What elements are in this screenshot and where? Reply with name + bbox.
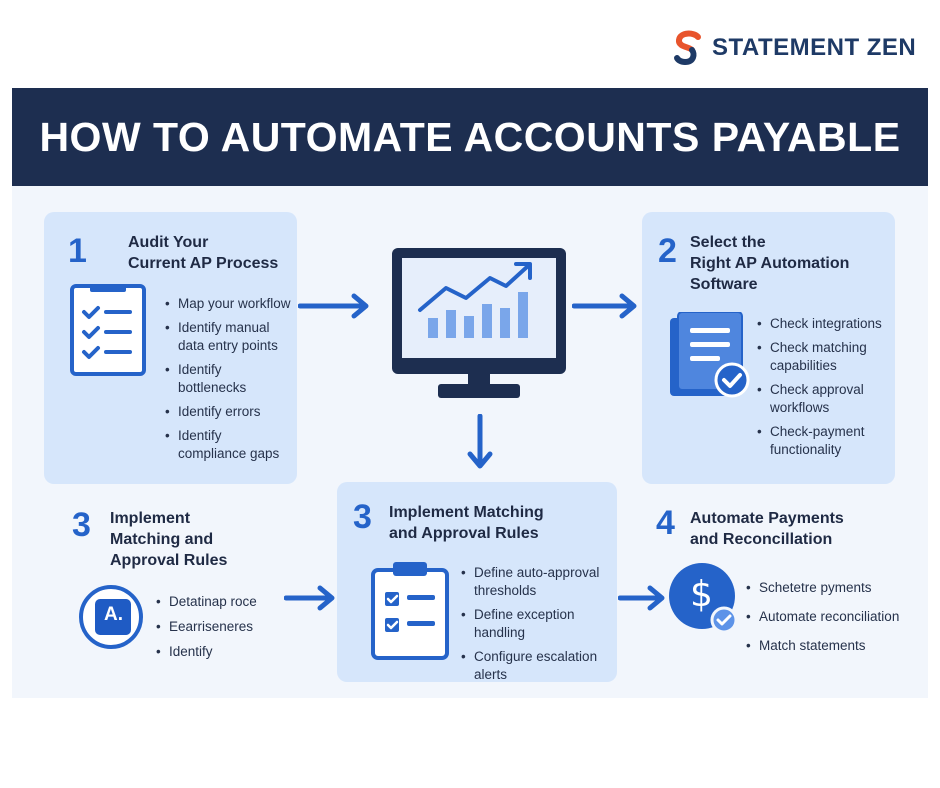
step-4-title-line-2: and Reconcillation xyxy=(690,531,833,548)
step-2-title-line-2: Right AP Automation xyxy=(690,255,850,272)
list-item: Define exception handling xyxy=(461,606,613,642)
step-3-left-title-line-3: Approval Rules xyxy=(110,552,228,569)
list-item: Identify errors xyxy=(165,403,293,421)
step-2-number: 2 xyxy=(658,232,677,270)
dollar-coin-icon: $ xyxy=(668,562,740,634)
step-2-title-line-3: Software xyxy=(690,276,758,293)
arrow-right-icon xyxy=(572,292,642,320)
list-item: Identify xyxy=(156,643,276,661)
list-item: Check integrations xyxy=(757,315,891,333)
step-1-bullets: Map your workflow Identify manual data e… xyxy=(165,295,293,469)
page-title: HOW TO AUTOMATE ACCOUNTS PAYABLE xyxy=(39,113,901,160)
arrow-down-icon xyxy=(466,414,494,472)
step-1-title-line-2: Current AP Process xyxy=(128,255,279,272)
list-item: Identify compliance gaps xyxy=(165,427,293,463)
step-3-left-number: 3 xyxy=(72,506,91,544)
step-3-bullets: Define auto-approval thresholds Define e… xyxy=(461,564,613,690)
infographic-area: 1 Audit Your Current AP Process Map your… xyxy=(12,186,928,698)
brand-logo: STATEMENT ZEN xyxy=(672,30,916,66)
step-3-card: 3 Implement Matching and Approval Rules … xyxy=(337,482,617,682)
arrow-right-icon xyxy=(618,584,670,612)
step-3-left-title: Implement Matching and Approval Rules xyxy=(110,508,227,571)
list-item: Map your workflow xyxy=(165,295,293,313)
list-item: Identify bottlenecks xyxy=(165,361,293,397)
list-item: Check matching capabilities xyxy=(757,339,891,375)
arrow-right-icon xyxy=(298,292,374,320)
checklist-icon xyxy=(70,284,146,376)
step-2-title-line-1: Select the xyxy=(690,234,766,251)
approval-badge-icon: A. xyxy=(78,584,144,650)
step-3-title-line-1: Implement Matching xyxy=(389,504,544,521)
list-item: Check-payment functionality xyxy=(757,423,891,459)
step-1-card: 1 Audit Your Current AP Process Map your… xyxy=(44,212,297,484)
document-check-icon xyxy=(668,312,752,402)
list-item: Define auto-approval thresholds xyxy=(461,564,613,600)
clipboard-checklist-icon xyxy=(371,562,449,660)
step-3-left-title-line-2: Matching and xyxy=(110,531,214,548)
monitor-chart-icon xyxy=(388,244,570,404)
approval-badge-label: A. xyxy=(104,604,123,625)
title-banner: HOW TO AUTOMATE ACCOUNTS PAYABLE xyxy=(12,88,928,186)
step-3-left-title-line-1: Implement xyxy=(110,510,191,527)
step-4-number: 4 xyxy=(656,504,675,542)
list-item: Eearriseneres xyxy=(156,618,276,636)
step-4-title: Automate Payments and Reconcillation xyxy=(690,508,844,550)
list-item: Automate reconciliation xyxy=(746,608,918,626)
step-3-title-line-2: and Approval Rules xyxy=(389,525,539,542)
brand-name: STATEMENT ZEN xyxy=(712,34,917,61)
list-item: Schetetre pyments xyxy=(746,579,918,597)
step-4-bullets: Schetetre pyments Automate reconciliatio… xyxy=(746,579,918,661)
step-3-left-bullets: Detatinap roce Eearriseneres Identify xyxy=(156,593,276,667)
arrow-right-icon xyxy=(284,584,340,612)
step-2-bullets: Check integrations Check matching capabi… xyxy=(757,315,891,465)
step-2-title: Select the Right AP Automation Software xyxy=(690,232,849,295)
step-1-title-line-1: Audit Your xyxy=(128,234,209,251)
step-4-title-line-1: Automate Payments xyxy=(690,510,844,527)
step-2-card: 2 Select the Right AP Automation Softwar… xyxy=(642,212,895,484)
step-3-number: 3 xyxy=(353,498,372,536)
list-item: Check approval workflows xyxy=(757,381,891,417)
step-1-title: Audit Your Current AP Process xyxy=(128,232,278,274)
step-3-title: Implement Matching and Approval Rules xyxy=(389,502,544,544)
list-item: Identify manual data entry points xyxy=(165,319,293,355)
list-item: Detatinap roce xyxy=(156,593,276,611)
list-item: Configure escalation alerts xyxy=(461,648,613,684)
dollar-sign: $ xyxy=(690,574,713,615)
list-item: Match statements xyxy=(746,637,918,655)
step-1-number: 1 xyxy=(68,232,87,270)
statement-zen-logo-icon xyxy=(674,30,701,66)
